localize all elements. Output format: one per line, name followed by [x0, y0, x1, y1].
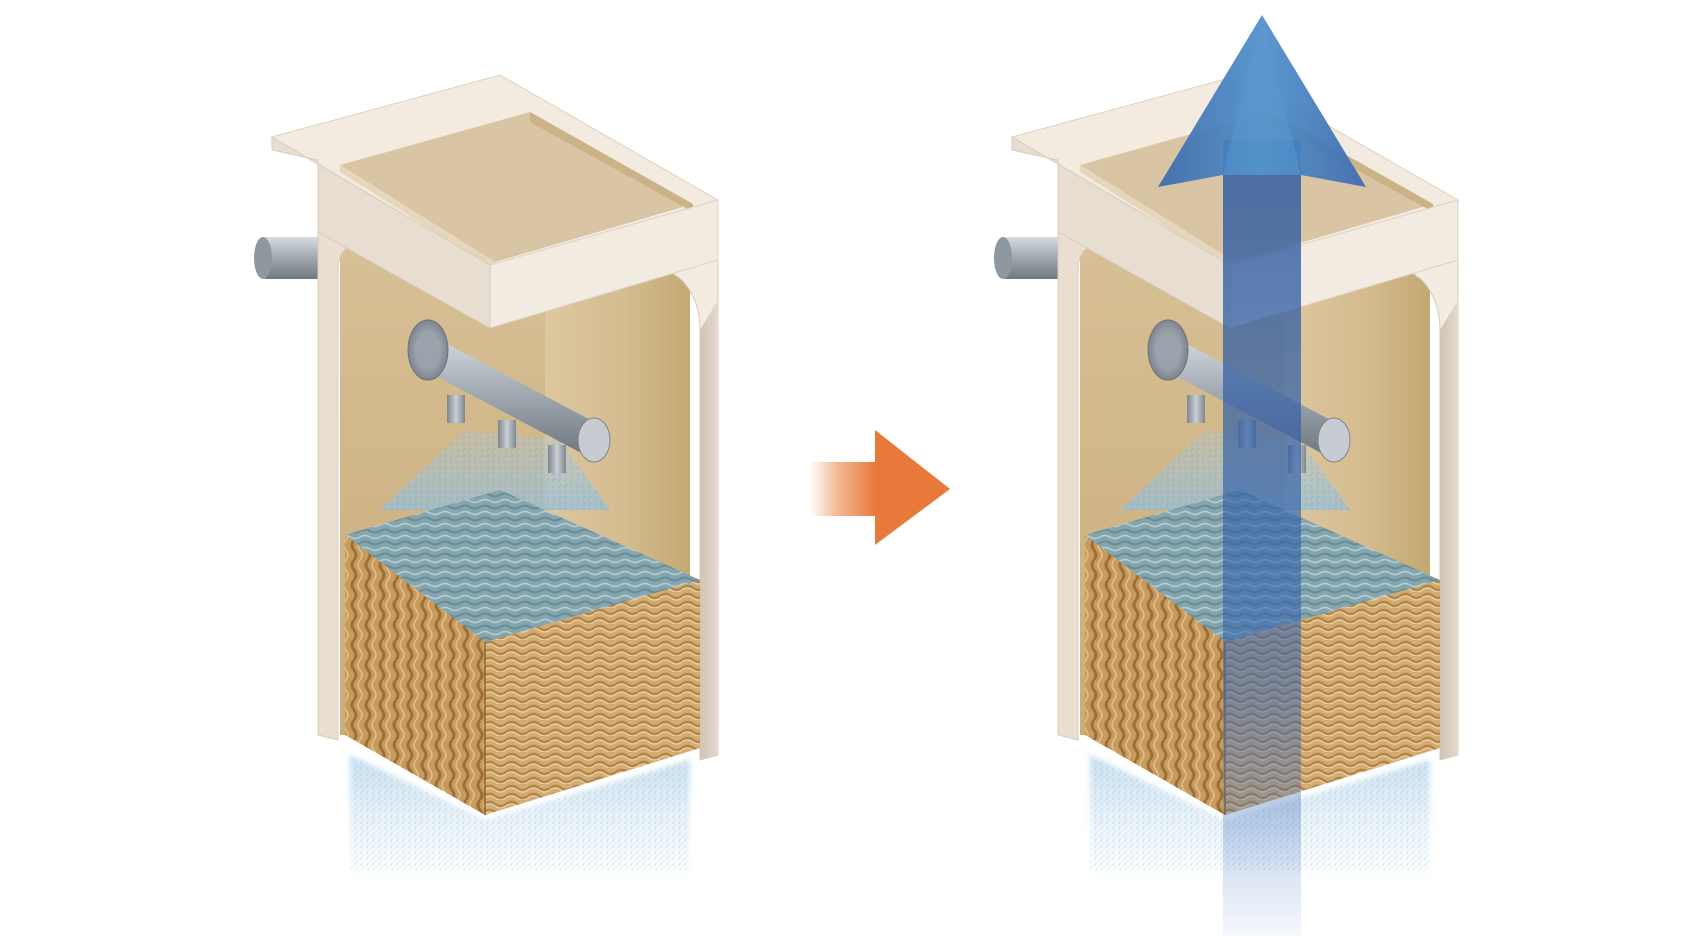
airflow-arrow-icon	[1158, 15, 1366, 936]
cooler-unit-right	[994, 15, 1460, 936]
water-manifold-left	[407, 319, 611, 473]
cooler-unit-left	[254, 74, 720, 880]
nozzle-1	[447, 395, 465, 423]
nozzle-2	[498, 420, 516, 448]
inlet-pipe-right	[994, 237, 1062, 279]
evaporative-pad-left	[345, 490, 700, 815]
top-tray-left	[270, 74, 720, 329]
transition-arrow	[810, 430, 950, 545]
inlet-pipe-left	[254, 237, 322, 279]
nozzle-3	[548, 445, 566, 473]
